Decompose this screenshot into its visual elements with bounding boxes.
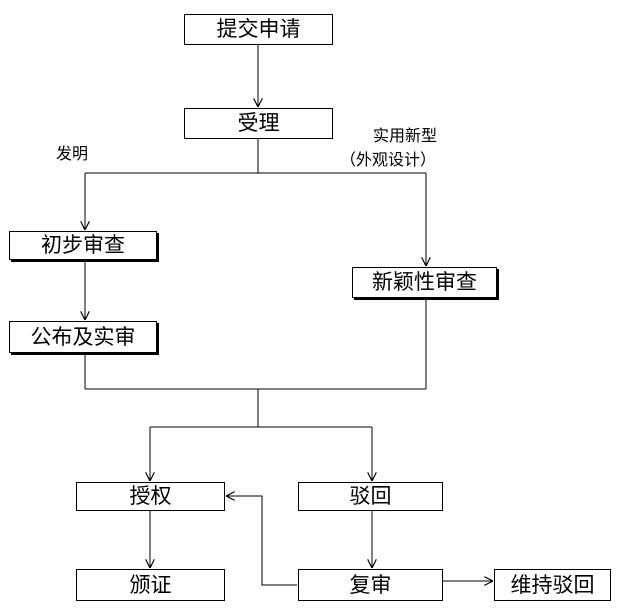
node-grant: 授权 xyxy=(76,482,225,511)
label-utility-line1: 实用新型 xyxy=(373,126,438,145)
node-uphold: 维持驳回 xyxy=(494,569,611,601)
node-prelim: 初步审查 xyxy=(9,231,157,260)
node-submit: 提交申请 xyxy=(184,14,333,45)
node-novelty: 新颖性审查 xyxy=(352,267,497,298)
node-reject: 驳回 xyxy=(298,482,443,511)
label-utility-line2: （外观设计） xyxy=(340,150,437,169)
node-certificate: 颁证 xyxy=(76,569,225,601)
arrow-reexam-to-grant xyxy=(226,496,297,586)
node-accept: 受理 xyxy=(184,108,333,139)
node-publish: 公布及实审 xyxy=(9,321,157,353)
node-reexam: 复审 xyxy=(298,569,443,601)
label-invention: 发明 xyxy=(56,144,89,163)
